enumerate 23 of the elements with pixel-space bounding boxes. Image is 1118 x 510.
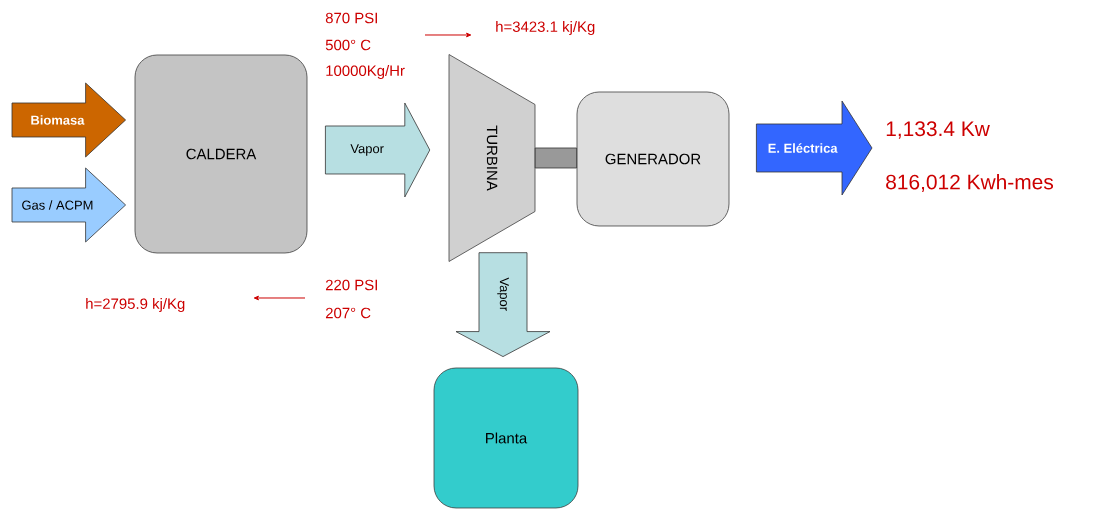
process-box: GENERADOR xyxy=(576,91,730,227)
block-arrow xyxy=(325,102,431,198)
edge-label: Vapor xyxy=(350,144,384,156)
shaft-bar xyxy=(534,147,577,169)
value-label: 870 PSI xyxy=(325,12,377,24)
value-label: h=3423.1 kj/Kg xyxy=(496,21,595,35)
block-arrow xyxy=(11,167,126,243)
block-arrow xyxy=(756,100,873,196)
value-label: 500° C xyxy=(325,39,371,51)
edge-label: Biomasa xyxy=(31,115,85,125)
value-label: 220 PSI xyxy=(325,279,377,291)
edge-label: Vapor xyxy=(497,277,509,311)
block-arrow xyxy=(11,82,126,158)
process-box: CALDERA xyxy=(134,54,308,254)
value-label: 10000Kg/Hr xyxy=(326,65,405,79)
edge-label: E. Eléctrica xyxy=(768,143,838,153)
value-label: 1,133.4 Kw xyxy=(886,121,990,139)
process-box: Planta xyxy=(433,367,579,509)
block-arrow xyxy=(455,252,551,357)
edge-label: Gas / ACPM xyxy=(22,200,93,210)
value-label: h=2795.9 kj/Kg xyxy=(86,298,185,312)
value-label: 207° C xyxy=(325,307,371,319)
value-label: 816,012 Kwh-mes xyxy=(886,174,1054,192)
